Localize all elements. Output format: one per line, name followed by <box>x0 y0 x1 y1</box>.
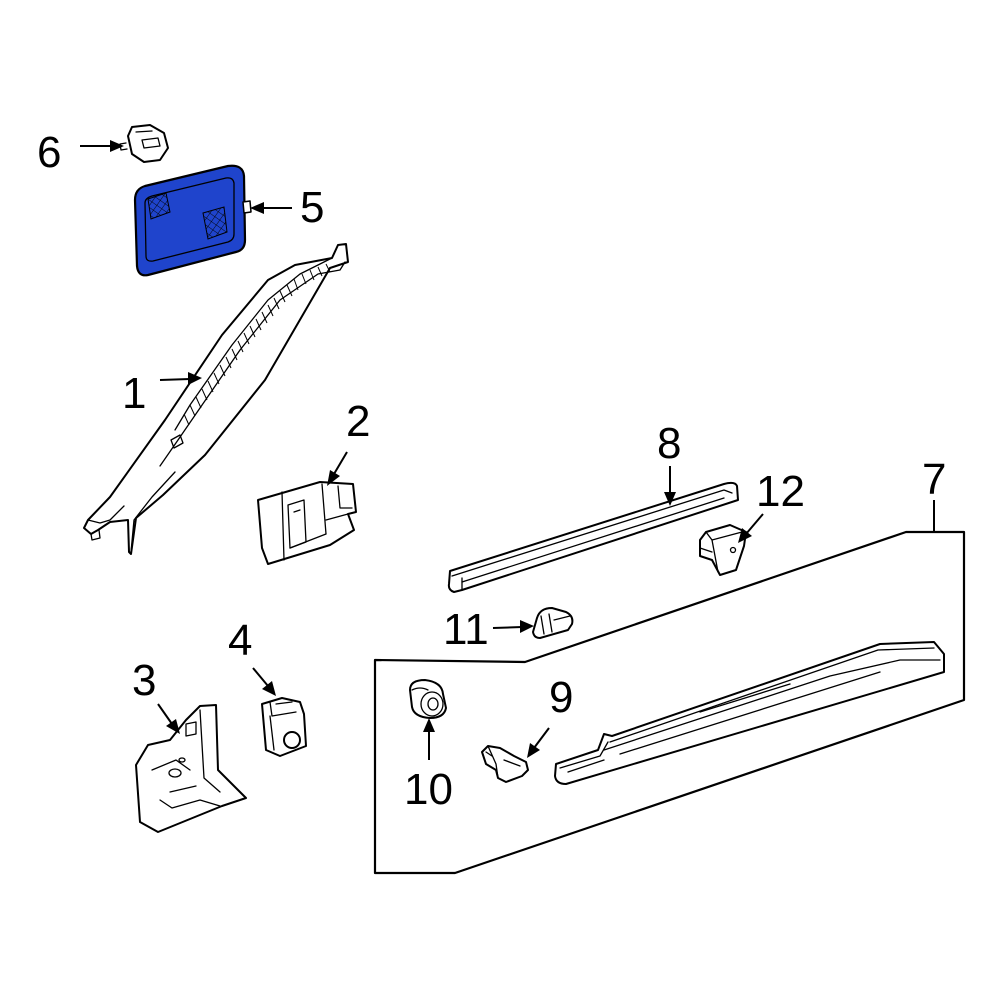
leader-lines <box>80 140 935 760</box>
callout-4: 4 <box>228 616 252 665</box>
callout-10: 10 <box>404 765 453 814</box>
callout-1: 1 <box>122 369 146 418</box>
callout-8: 8 <box>657 419 681 468</box>
part-10-grommet[interactable] <box>409 679 447 719</box>
pillar-ribs <box>183 263 331 426</box>
part-8-scuff-strip[interactable] <box>447 481 739 593</box>
part-5-cover-panel[interactable] <box>133 164 252 277</box>
callout-7: 7 <box>922 455 946 504</box>
part-4-clip[interactable] <box>261 697 307 757</box>
callout-11: 11 <box>443 605 489 654</box>
part-11-end-cap[interactable] <box>532 607 574 639</box>
part-9-push-pin[interactable] <box>481 745 529 783</box>
callout-2: 2 <box>346 397 370 446</box>
part-12-retainer[interactable] <box>699 524 747 576</box>
part-6-push-clip[interactable] <box>119 124 169 163</box>
callout-9: 9 <box>549 673 573 722</box>
callout-6: 6 <box>37 128 61 177</box>
callout-12: 12 <box>756 467 805 516</box>
rocker-assembly-box <box>373 530 966 875</box>
part-1-pillar-trim[interactable] <box>83 243 349 555</box>
callout-5: 5 <box>300 183 324 232</box>
part-3-lower-bracket[interactable] <box>135 704 247 833</box>
callout-labels: 6 5 1 2 3 4 8 12 7 11 10 9 <box>37 128 946 814</box>
part-2-bracket[interactable] <box>257 481 357 565</box>
rocker-molding[interactable] <box>554 641 945 785</box>
callout-3: 3 <box>132 656 156 705</box>
